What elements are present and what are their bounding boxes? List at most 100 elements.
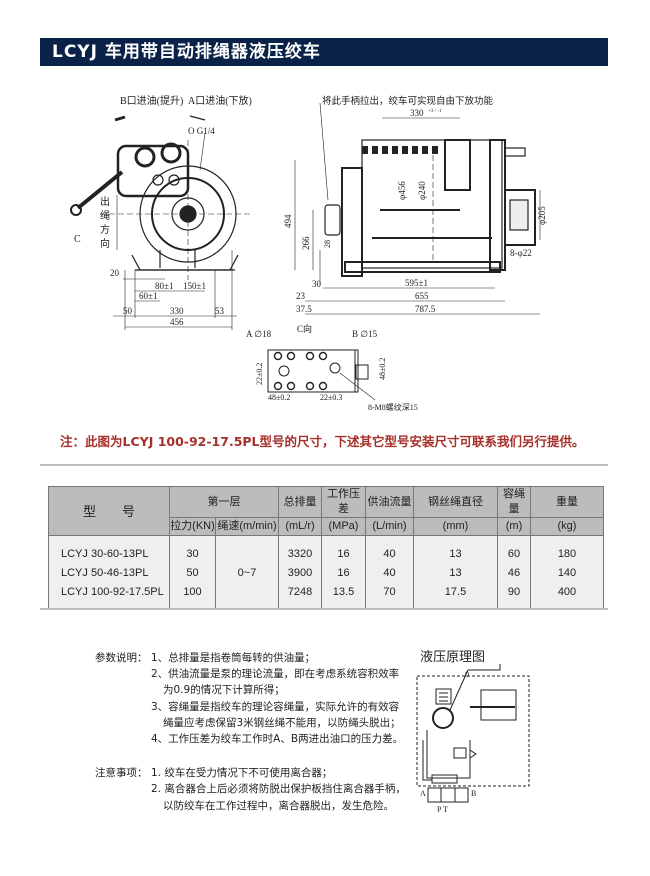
param-line: 3、容绳量是指绞车的理论容绳量，实际允许的有效容 (151, 700, 400, 713)
hydraulic-diagram-title: 液压原理图 (420, 650, 486, 665)
dim-20: 20 (110, 268, 120, 278)
dim-150: 150±1 (183, 281, 206, 291)
table-row: LCYJ 50-46-13PL 50 3900 16 40 13 46 140 (48, 563, 604, 582)
cell-model: LCYJ 100-92-17.5PL (48, 582, 170, 610)
caution-line: 1. 绞车在受力情况下不可使用离合器； (151, 767, 333, 780)
cell-flow: 40 (365, 563, 414, 582)
header-weight: 重量 (530, 486, 604, 518)
dim-48-a: 48±0.2 (268, 393, 290, 402)
page-title: LCYJ 车用带自动排绳器液压绞车 (40, 38, 608, 66)
cell-pressure: 16 (321, 535, 366, 563)
cautions-label: 注意事项： (95, 767, 148, 780)
dim-330: 330 (170, 306, 184, 316)
table-row: LCYJ 30-60-13PL 30 0~7 3320 16 40 13 60 … (48, 535, 604, 610)
dim-53: 53 (215, 306, 225, 316)
header-flow-unit: (L/min) (365, 517, 414, 536)
rope-direction-3: 方 (100, 223, 110, 236)
header-displacement: 总排量 (278, 486, 322, 518)
dim-595: 595±1 (405, 278, 428, 288)
spec-table: 型 号 第一层 总排量 工作压差 供油流量 钢丝绳直径 容绳量 重量 拉力(KN… (48, 486, 604, 610)
header-speed: 绳速(m/min) (215, 517, 279, 536)
header-pressure-unit: (MPa) (321, 517, 366, 536)
cell-rope-dia: 13 (413, 535, 498, 563)
thread-spec: 8-M8螺纹深15 (368, 402, 418, 412)
dim-phi240: φ240 (417, 181, 427, 200)
param-line: 1、总排量是指卷筒每转的供油量； (151, 652, 316, 664)
port-b-label: B (471, 789, 476, 798)
port-o-label: 0 (465, 670, 469, 679)
dim-48-b: 48±0.2 (378, 358, 387, 380)
dim-23: 23 (296, 291, 306, 301)
cell-displacement: 3900 (278, 563, 322, 582)
header-first-layer: 第一层 (169, 486, 279, 518)
divider (40, 464, 608, 466)
dim-80: 80±1 (155, 281, 173, 291)
port-pt-label: P T (437, 805, 448, 814)
rope-direction-4: 向 (100, 237, 110, 250)
param-line: 为0.9的情况下计算所得； (163, 684, 285, 697)
cell-pressure: 13.5 (321, 582, 366, 610)
header-rope-dia: 钢丝绳直径 (413, 486, 498, 518)
header-model: 型 号 (48, 486, 170, 536)
cell-displacement: 3320 (278, 535, 322, 563)
cell-weight: 140 (530, 563, 604, 582)
parameter-notes: 参数说明：1、总排量是指卷筒每转的供油量； 2、供油流量是泵的理论流量，即在考虑… (95, 650, 406, 814)
dim-456: 456 (170, 317, 184, 327)
a-port-label: A口进油(下放) (188, 94, 252, 107)
dim-22-b: 22±0.3 (320, 393, 342, 402)
param-line: 绳量应考虑保留3米钢丝绳不能用，以防绳头脱出； (163, 716, 401, 729)
param-line: 4、工作压差为绞车工作时A、B两进出油口的压力差。 (151, 733, 404, 746)
cell-capacity: 60 (497, 535, 531, 563)
free-release-callout: 将此手柄拉出，绞车可实现自由下放功能 (322, 95, 494, 107)
cell-model: LCYJ 50-46-13PL (48, 563, 170, 582)
cell-flow: 40 (365, 535, 414, 563)
header-pull: 拉力(KN) (169, 517, 216, 536)
cell-rope-dia: 17.5 (413, 582, 498, 610)
port-a-label: A (420, 789, 426, 798)
header-pressure: 工作压差 (321, 486, 366, 518)
cell-pull: 100 (169, 582, 216, 610)
cell-pressure: 16 (321, 563, 366, 582)
dim-28: 28 (323, 240, 332, 248)
rope-direction-2: 绳 (100, 209, 110, 222)
dim-holes: 8-φ22 (510, 248, 532, 258)
cell-weight: 180 (530, 535, 604, 563)
header-capacity: 容绳量 (497, 486, 531, 518)
cell-model: LCYJ 30-60-13PL (48, 535, 170, 563)
b-port-label: B口进油(提升) (120, 94, 183, 107)
dim-30: 30 (312, 279, 322, 289)
dim-655: 655 (415, 291, 429, 301)
cell-pull: 50 (169, 563, 216, 582)
c-view-a-port: A ∅18 (246, 329, 272, 339)
dim-266: 266 (301, 236, 311, 250)
header-weight-unit: (kg) (530, 517, 604, 536)
rope-direction-1: 出 (100, 195, 110, 208)
caution-line: 2. 离合器合上后必须将防脱出保护板挡住离合器手柄， (151, 783, 406, 796)
dim-60: 60±1 (139, 291, 157, 301)
table-row: LCYJ 100-92-17.5PL 100 7248 13.5 70 17.5… (48, 582, 604, 610)
c-view-title: C向 (297, 323, 312, 334)
c-view-mark: C (74, 234, 81, 245)
header-displacement-unit: (mL/r) (278, 517, 322, 536)
dim-50: 50 (123, 306, 133, 316)
header-rope-dia-unit: (mm) (413, 517, 498, 536)
param-line: 2、供油流量是泵的理论流量，即在考虑系统容积效率 (151, 668, 400, 681)
dim-37-5: 37.5 (296, 304, 312, 314)
dim-787-5: 787.5 (415, 304, 436, 314)
divider (40, 608, 608, 610)
cell-displacement: 7248 (278, 582, 322, 610)
dim-494: 494 (283, 214, 293, 228)
dim-22-a: 22±0.2 (255, 363, 264, 385)
params-label: 参数说明： (95, 652, 148, 664)
dim-330-top: 330 (410, 108, 424, 118)
dim-phi205: φ205 (537, 206, 547, 225)
dim-phi456: φ456 (397, 181, 407, 200)
cell-pull: 30 (169, 535, 216, 563)
cell-capacity: 90 (497, 582, 531, 610)
header-flow: 供油流量 (365, 486, 414, 518)
cell-rope-dia: 13 (413, 563, 498, 582)
cell-capacity: 46 (497, 563, 531, 582)
dim-330-tolerance: +3 / -1 (428, 109, 442, 114)
header-capacity-unit: (m) (497, 517, 531, 536)
c-view-b-port: B ∅15 (352, 329, 378, 339)
